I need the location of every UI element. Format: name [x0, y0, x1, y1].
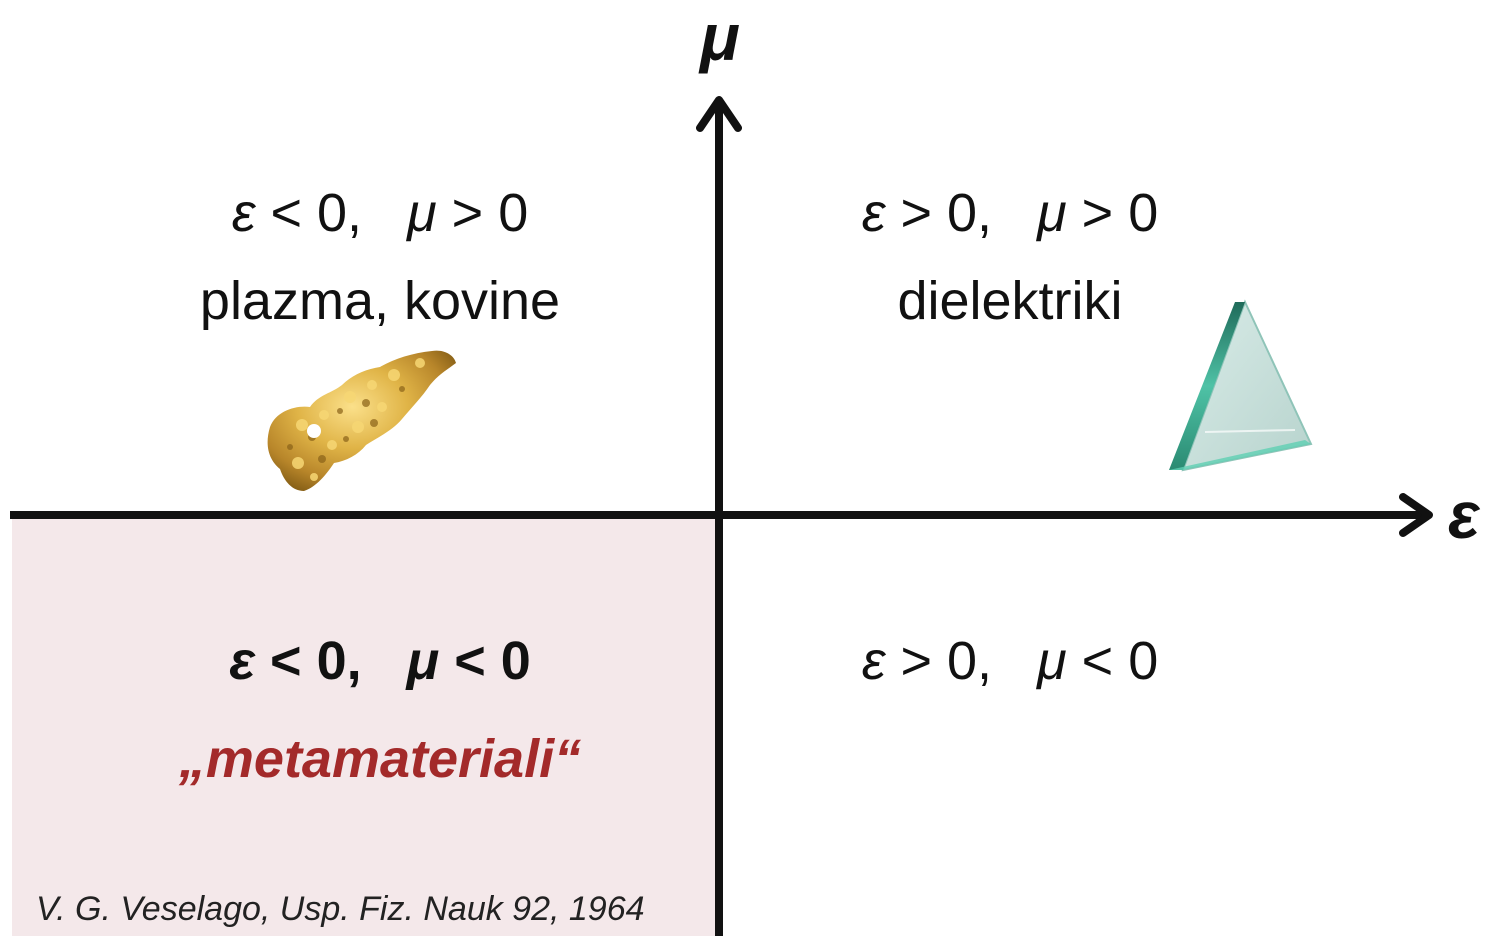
condition: ε > 0, μ > 0 — [760, 186, 1260, 240]
mu-symbol: μ — [1037, 183, 1067, 243]
condition-text: > 0 — [437, 183, 529, 243]
condition: ε > 0, μ < 0 — [760, 634, 1260, 688]
gold-nugget-icon — [262, 345, 462, 495]
material-name: plazma, kovine — [130, 274, 630, 328]
condition-text: > 0, — [885, 631, 1037, 691]
quadrant-bottom-right: ε > 0, μ < 0 — [760, 634, 1260, 688]
citation: V. G. Veselago, Usp. Fiz. Nauk 92, 1964 — [36, 892, 645, 926]
condition: ε < 0, μ > 0 — [130, 186, 630, 240]
mu-symbol: μ — [1037, 631, 1067, 691]
quadrant-bottom-left: ε < 0, μ < 0 „metamateriali“ — [130, 634, 630, 786]
mu-symbol: μ — [407, 183, 437, 243]
y-axis-label: μ — [700, 4, 740, 70]
condition-text: < 0, — [255, 183, 407, 243]
condition-text: < 0 — [439, 631, 531, 691]
condition: ε < 0, μ < 0 — [130, 634, 630, 688]
material-name-metamaterials: „metamateriali“ — [130, 732, 630, 786]
condition-text: < 0 — [1067, 631, 1159, 691]
condition-text: > 0 — [1067, 183, 1159, 243]
condition-text: < 0, — [255, 631, 407, 691]
quadrant-top-left: ε < 0, μ > 0 plazma, kovine — [130, 186, 630, 328]
epsilon-symbol: ε — [232, 183, 256, 243]
epsilon-symbol: ε — [862, 631, 886, 691]
epsilon-symbol: ε — [229, 631, 255, 691]
condition-text: > 0, — [885, 183, 1037, 243]
glass-prism-icon — [1165, 298, 1315, 478]
x-axis-label: ε — [1448, 482, 1480, 548]
mu-symbol: μ — [407, 631, 440, 691]
epsilon-symbol: ε — [862, 183, 886, 243]
